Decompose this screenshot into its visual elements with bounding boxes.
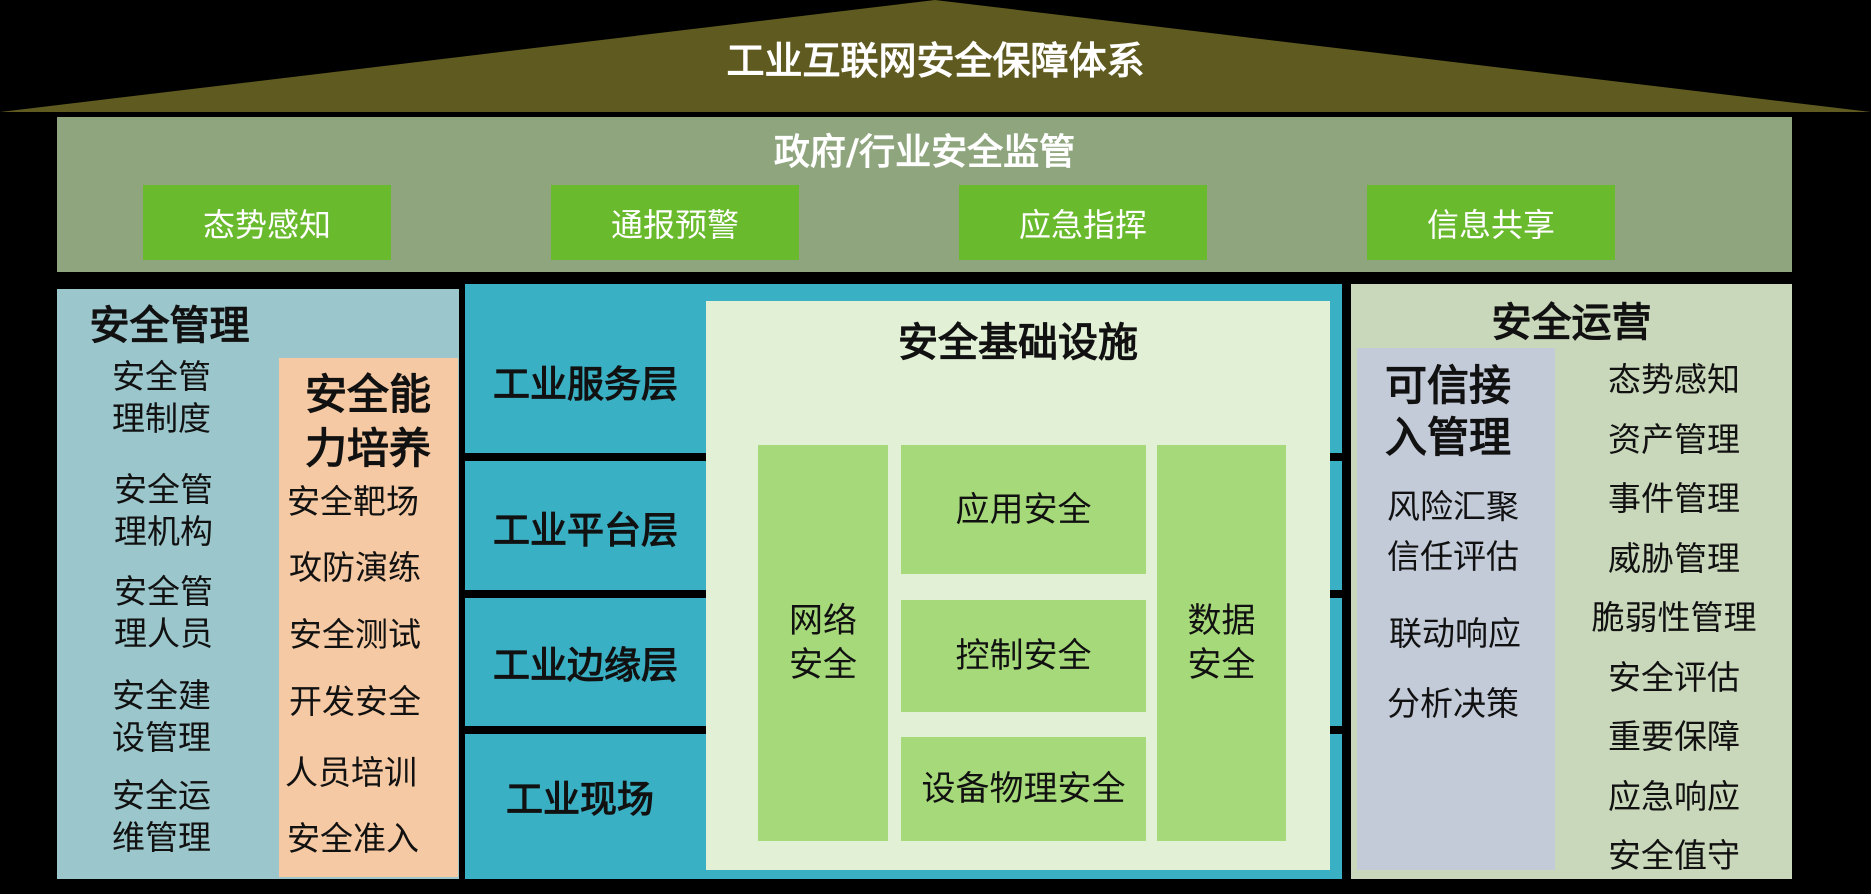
device-physical-security: 设备物理安全 [901, 737, 1146, 841]
capability-title: 安全能力培养 [304, 370, 431, 473]
trusted-item: 风险汇聚 [1387, 487, 1519, 526]
infra-panel: 安全基础设施 网络安全 应用安全 控制安全 设备物理安全 数据安全 [706, 301, 1330, 870]
gov-supervision-band: 政府/行业安全监管 态势感知 通报预警 应急指挥 信息共享 [57, 117, 1792, 272]
gov-item: 应急指挥 [959, 185, 1207, 260]
management-title: 安全管理 [89, 303, 250, 349]
capability-panel: 安全能力培养 安全靶场 攻防演练 安全测试 开发安全 人员培训 安全准入 [279, 358, 458, 877]
trusted-access-title: 可信接入管理 [1385, 361, 1512, 462]
capability-item: 人员培训 [285, 753, 417, 792]
capability-item: 安全测试 [289, 615, 421, 654]
capability-item: 安全靶场 [287, 482, 419, 521]
trusted-item: 分析决策 [1387, 684, 1519, 723]
network-security: 网络安全 [758, 445, 888, 841]
trusted-item: 信任评估 [1387, 537, 1519, 576]
capability-item: 攻防演练 [289, 548, 421, 587]
layer-label: 工业现场 [506, 778, 654, 821]
operations-item: 资产管理 [1608, 419, 1740, 459]
capability-item: 安全准入 [287, 819, 419, 858]
operations-item: 脆弱性管理 [1591, 598, 1757, 637]
layer-label: 工业边缘层 [493, 644, 678, 687]
operations-title: 安全运营 [1491, 300, 1652, 346]
application-security: 应用安全 [901, 445, 1146, 574]
main-title: 工业互联网安全保障体系 [726, 38, 1145, 83]
gov-item: 信息共享 [1367, 185, 1615, 260]
layer-label: 工业平台层 [493, 509, 678, 552]
operations-item: 安全值守 [1608, 836, 1740, 875]
management-item: 安全管理制度 [112, 357, 211, 438]
operations-item: 安全评估 [1608, 657, 1740, 697]
gov-item: 通报预警 [551, 185, 799, 260]
operations-item: 应急响应 [1608, 776, 1740, 816]
trusted-item: 联动响应 [1389, 614, 1521, 653]
management-item: 安全运维管理 [112, 776, 211, 857]
control-security: 控制安全 [901, 600, 1146, 712]
operations-item: 态势感知 [1608, 360, 1740, 399]
management-item: 安全建设管理 [112, 676, 211, 757]
gov-item: 态势感知 [143, 185, 391, 260]
capability-item: 开发安全 [289, 682, 421, 721]
management-item: 安全管理机构 [114, 470, 213, 551]
data-security: 数据安全 [1157, 445, 1286, 841]
operations-item: 事件管理 [1608, 479, 1740, 518]
roof [0, 0, 1871, 112]
management-item: 安全管理人员 [114, 572, 213, 653]
gov-title: 政府/行业安全监管 [773, 132, 1076, 173]
operations-list: 态势感知 资产管理 事件管理 威胁管理 脆弱性管理 安全评估 重要保障 应急响应… [1560, 350, 1788, 886]
operations-item: 威胁管理 [1608, 538, 1740, 578]
operations-item: 重要保障 [1608, 717, 1740, 756]
layer-label: 工业服务层 [493, 363, 678, 406]
trusted-access-panel: 可信接入管理 风险汇聚 信任评估 联动响应 分析决策 [1357, 348, 1555, 870]
infra-title: 安全基础设施 [898, 320, 1138, 366]
